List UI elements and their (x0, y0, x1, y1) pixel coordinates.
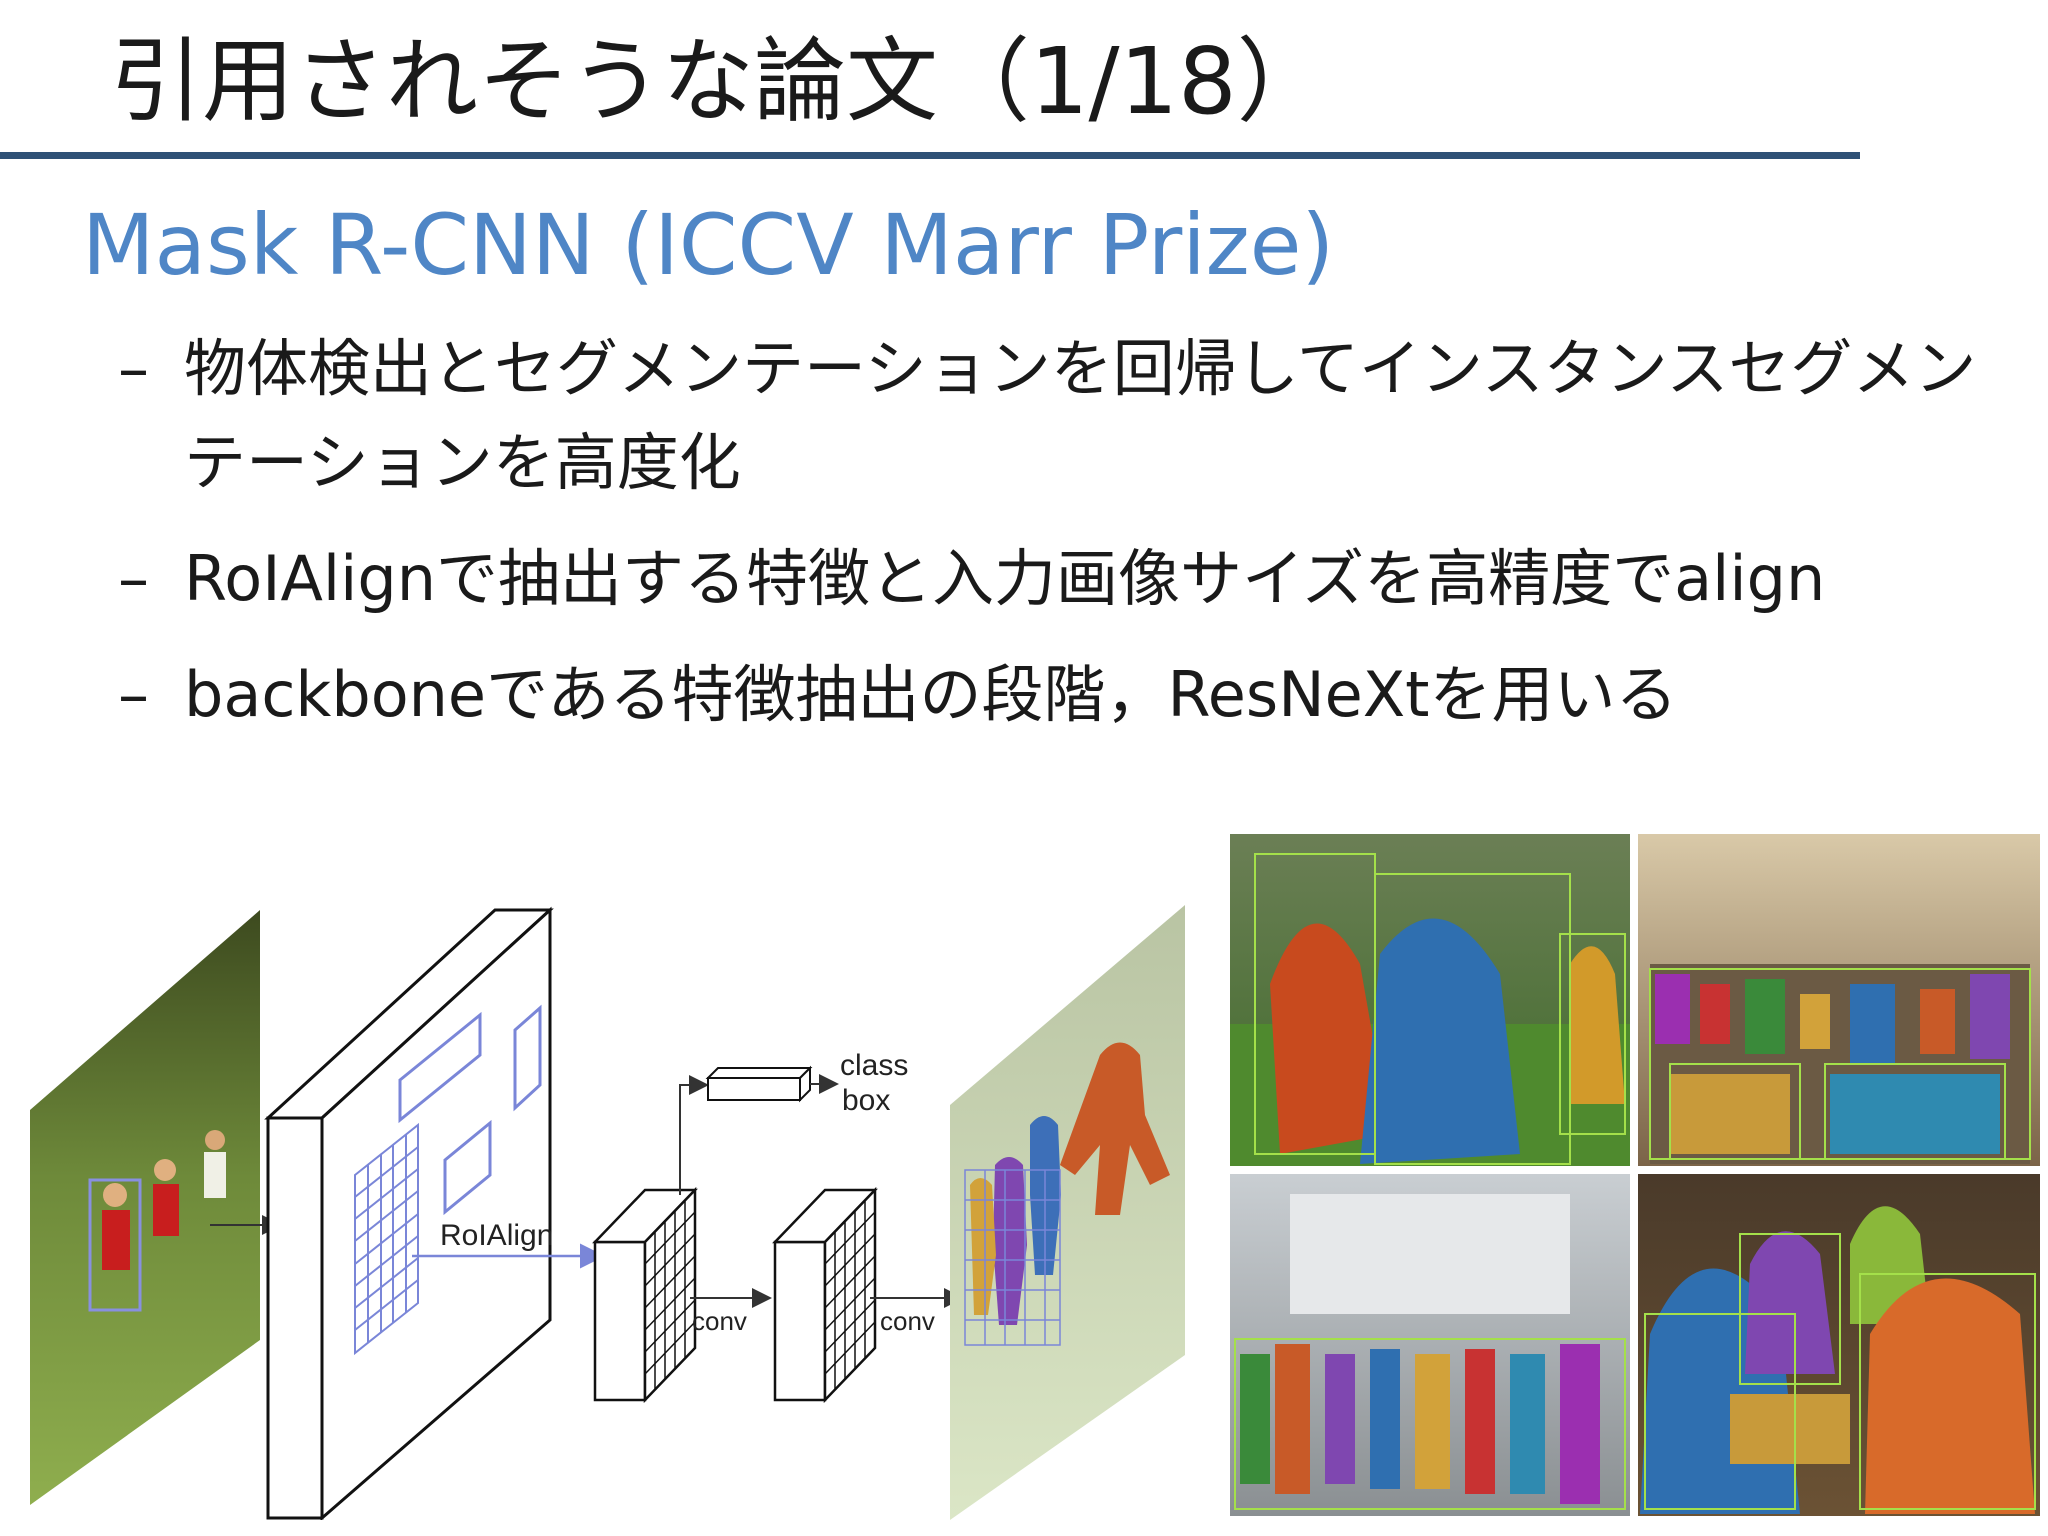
bullet-dash: – (118, 658, 149, 731)
head-feature-block-2 (772, 1186, 878, 1404)
head-feature-block-1 (592, 1186, 698, 1404)
mask-rcnn-architecture-diagram: RoIAlign class box conv (30, 905, 1185, 1520)
bullet-text: RoIAlignで抽出する特徴と入力画像サイズを高精度でalign (184, 542, 1826, 615)
slide-title: 引用されそうな論文（1/18） (110, 28, 1329, 135)
bullet-item: – RoIAlignで抽出する特徴と入力画像サイズを高精度でalign (118, 532, 2018, 626)
result-photo-dining-hall (1638, 834, 2040, 1166)
bullet-text: 物体検出とセグメンテーションを回帰してインスタンスセグメンテーションを高度化 (184, 332, 1977, 499)
box-label: box (842, 1084, 890, 1117)
conv-label-2: conv (880, 1306, 935, 1336)
class-label: class (840, 1049, 908, 1082)
fc-box (705, 1065, 813, 1103)
bullet-dash: – (118, 332, 149, 405)
bullet-text: backboneである特徴抽出の段階，ResNeXtを用いる (184, 658, 1678, 731)
roialign-label: RoIAlign (440, 1219, 553, 1252)
bullet-item: – backboneである特徴抽出の段階，ResNeXtを用いる (118, 648, 2018, 742)
input-image (30, 910, 260, 1505)
result-photo-indoor-people (1638, 1174, 2040, 1516)
bullet-list: – 物体検出とセグメンテーションを回帰してインスタンスセグメンテーションを高度化… (118, 322, 2018, 764)
output-mask-image (950, 905, 1185, 1520)
segmentation-results-grid (1230, 834, 2040, 1516)
slide-subtitle: Mask R-CNN (ICCV Marr Prize) (82, 196, 1335, 294)
feature-map-slab (264, 906, 554, 1520)
bullet-item: – 物体検出とセグメンテーションを回帰してインスタンスセグメンテーションを高度化 (118, 322, 2018, 510)
conv-label-1: conv (692, 1306, 747, 1336)
result-photo-street-crowd (1230, 1174, 1630, 1516)
result-photo-soccer (1230, 834, 1630, 1166)
title-underline (0, 152, 1860, 159)
bullet-dash: – (118, 542, 149, 615)
